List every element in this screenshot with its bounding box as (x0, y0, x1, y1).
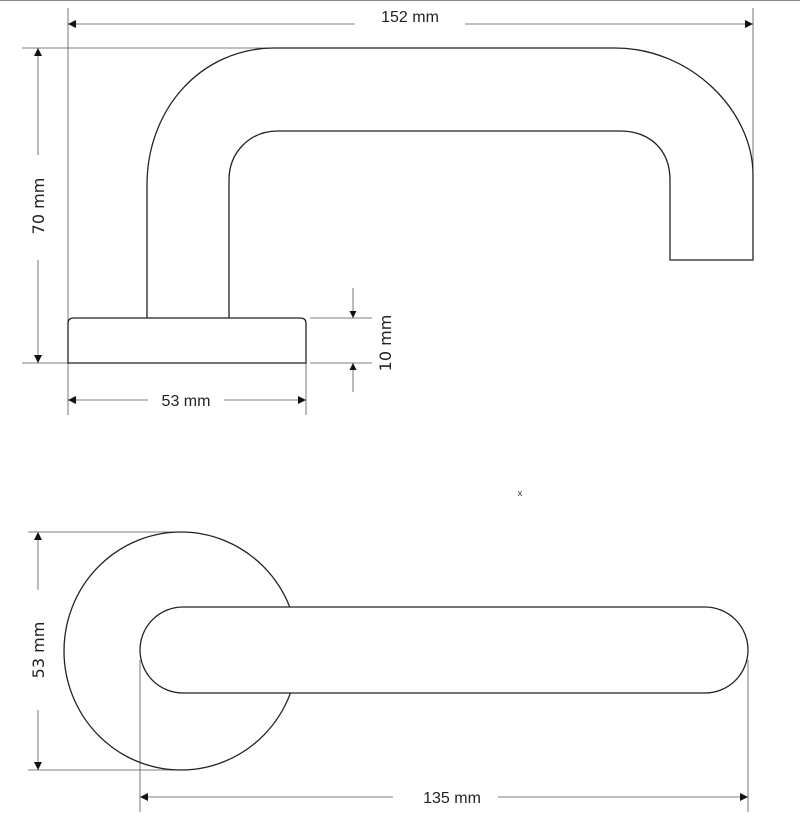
lever-side-outline (146, 47, 754, 318)
dim-overall-width: 152 mm (381, 9, 439, 26)
dim-overall-height: 70 mm (29, 178, 48, 235)
rose-side (67, 317, 307, 364)
lever-top (139, 606, 749, 694)
dim-rose-diameter: 53 mm (29, 622, 48, 679)
side-view: 152 mm 70 mm 10 mm 53 mm (22, 8, 754, 415)
dim-lever-length: 135 mm (423, 790, 481, 807)
dim-rose-width: 53 mm (162, 393, 211, 410)
top-view: 53 mm 135 mm (28, 531, 749, 812)
marker-x: x (518, 488, 523, 498)
dim-rose-thickness: 10 mm (376, 315, 395, 372)
